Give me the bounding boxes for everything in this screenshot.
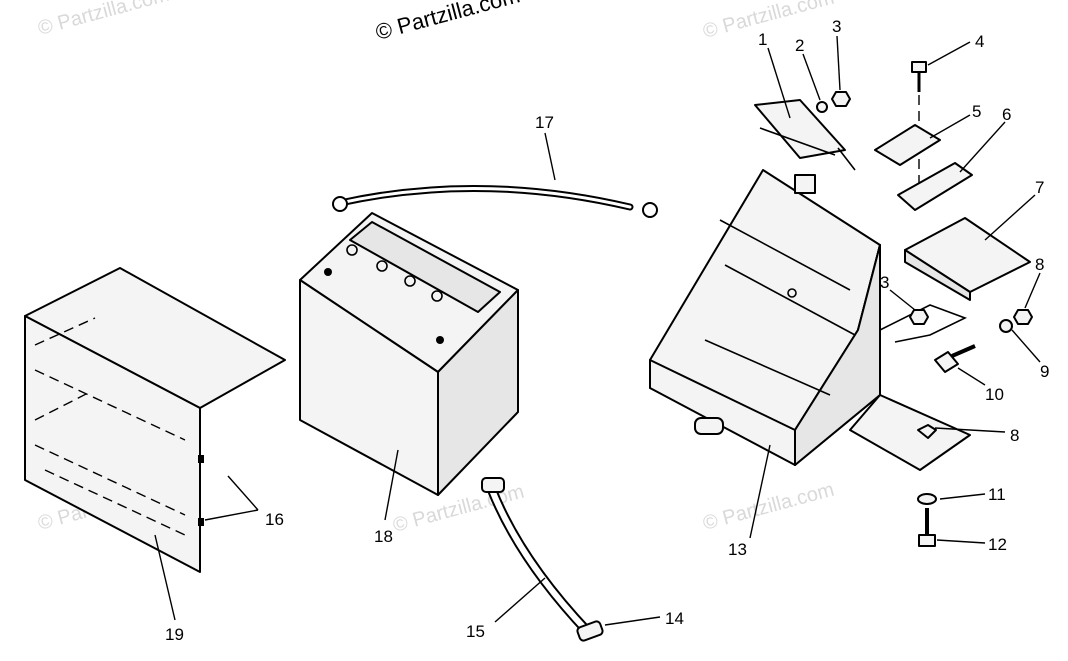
washer-part-2	[816, 101, 828, 113]
leader-1	[767, 47, 791, 119]
leader-lines	[154, 35, 1041, 626]
leader-9	[1011, 329, 1041, 363]
callout-13: 13	[728, 540, 747, 559]
leader-18	[384, 449, 399, 521]
callout-11: 11	[988, 485, 1006, 504]
nut-part-3-lower	[909, 309, 929, 325]
watermark-top-right: © Partzilla.com	[701, 0, 837, 43]
cover-clip-lower	[198, 518, 204, 526]
callout-3a: 3	[832, 17, 841, 36]
tube-highlight	[489, 487, 591, 635]
tube-end-top	[481, 477, 505, 493]
callout-18: 18	[374, 527, 393, 546]
tube-end-bottom	[576, 620, 604, 642]
bolt-12-head	[918, 534, 936, 547]
cable-highlight	[338, 186, 632, 209]
callout-4: 4	[975, 32, 984, 51]
callout-17: 17	[535, 113, 554, 132]
battery-terminal-left	[324, 268, 332, 276]
leader-6	[959, 121, 1006, 173]
battery-vent-3	[404, 275, 416, 287]
leader-8b	[934, 427, 1006, 433]
fuse-holder-body	[754, 99, 846, 159]
box-mount-tab	[849, 394, 971, 471]
leader-3b	[889, 289, 916, 311]
box-hole-1	[787, 288, 797, 298]
callout-19: 19	[165, 625, 184, 644]
bolt-part-12	[918, 508, 936, 547]
vent-tube-part	[481, 477, 604, 642]
battery-cover-part	[24, 267, 286, 573]
callout-12: 12	[988, 535, 1007, 554]
battery-box-part	[649, 169, 971, 471]
callout-1: 1	[758, 30, 767, 49]
callout-7: 7	[1035, 178, 1044, 197]
leader-5	[929, 114, 971, 139]
leader-16	[204, 475, 259, 521]
watermark-bottom-right: © Partzilla.com	[701, 479, 837, 535]
cable-ring-left	[332, 196, 348, 212]
screw-part-4	[911, 61, 927, 185]
battery-part	[299, 212, 519, 496]
cover-hidden-lines	[34, 317, 186, 536]
callout-15: 15	[466, 622, 485, 641]
nut-part-3-upper	[831, 91, 851, 107]
battery-vent-2	[376, 260, 388, 272]
callout-2: 2	[795, 36, 804, 55]
callout-8a: 8	[1035, 255, 1044, 274]
battery-cap-strip	[349, 221, 501, 313]
bolt-part-10	[934, 344, 976, 373]
bracket-part-6	[897, 162, 973, 211]
bolt-head	[934, 351, 959, 373]
callout-10: 10	[985, 385, 1004, 404]
callout-5: 5	[972, 102, 981, 121]
callout-14: 14	[665, 609, 684, 628]
leader-15	[494, 577, 546, 623]
callout-16: 16	[265, 510, 284, 529]
washer-part-11	[917, 493, 937, 505]
leader-11	[939, 493, 986, 500]
washer-part-9	[999, 319, 1013, 333]
fuse-holder-edges	[759, 127, 856, 171]
screw-head	[911, 61, 927, 73]
leader-3a	[836, 35, 841, 91]
callout-6: 6	[1002, 105, 1011, 124]
battery-vent-1	[346, 244, 358, 256]
relay-side	[904, 249, 971, 301]
battery-vent-4	[431, 290, 443, 302]
leader-13	[749, 444, 771, 539]
nut-part-8-upper	[1013, 309, 1033, 325]
watermark-main: © Partzilla.com	[373, 0, 523, 45]
bolt-shank	[951, 344, 976, 358]
leader-4	[927, 41, 971, 66]
callout-3b: 3	[880, 273, 889, 292]
leader-8a	[1024, 272, 1041, 309]
leader-17	[544, 132, 556, 181]
leader-7	[984, 194, 1036, 241]
battery-cable-part	[332, 184, 658, 218]
nut-part-8-lower	[917, 424, 937, 439]
box-inner-edges	[704, 219, 856, 396]
box-top-tab	[794, 174, 816, 194]
leader-14	[604, 616, 661, 626]
battery-terminal-right	[436, 336, 444, 344]
cover-clip-upper	[198, 455, 204, 463]
box-side-wall	[794, 244, 881, 466]
cable-ring-right	[642, 202, 658, 218]
leader-10	[957, 367, 986, 386]
relay-part-7	[904, 217, 1031, 293]
leader-12	[936, 539, 986, 544]
callout-9: 9	[1040, 362, 1049, 381]
leader-19	[154, 534, 176, 621]
tube-body	[487, 485, 593, 637]
watermark-top-left: © Partzilla.com	[36, 0, 172, 40]
box-drain	[694, 417, 724, 435]
leader-2	[802, 53, 821, 101]
callout-8b: 8	[1010, 426, 1019, 445]
fuse-holder-part	[754, 99, 856, 171]
callout-labels: 1 2 3 4 5 6 7 3 8 9 10 8 11 12 13 14 15 …	[165, 17, 1049, 644]
connector-part-5	[874, 124, 941, 166]
